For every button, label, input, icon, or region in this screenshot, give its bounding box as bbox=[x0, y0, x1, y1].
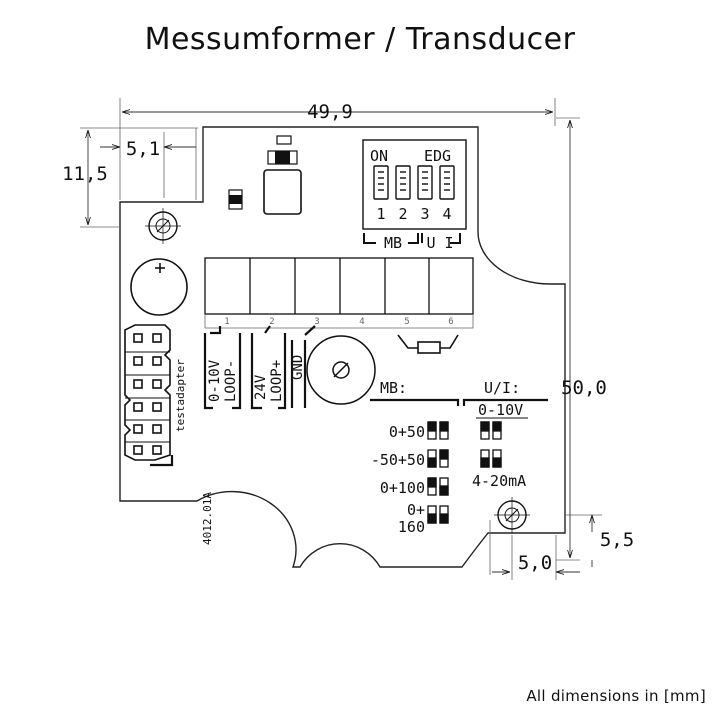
dip-switch: ON EDG 1 2 3 4 bbox=[362, 139, 467, 230]
ui-voltage-label: 0-10V bbox=[478, 401, 523, 419]
smd-component-left bbox=[228, 189, 243, 210]
terminal-pin-5: 5 bbox=[404, 317, 409, 327]
mb-range-0-50: 0+50 bbox=[389, 423, 425, 441]
potentiometer-icon bbox=[306, 335, 376, 405]
ui-heading: U/I: bbox=[484, 379, 520, 397]
dimension-hole-offset-y: 11,5 bbox=[62, 163, 108, 185]
dip-toggle-1 bbox=[373, 165, 389, 200]
smd-component-small bbox=[276, 135, 292, 145]
dimension-hole-offset-x: 5,1 bbox=[126, 138, 160, 160]
label-gnd: GND bbox=[290, 355, 306, 380]
ic-chip bbox=[263, 169, 302, 215]
dip-number-3: 3 bbox=[420, 205, 429, 223]
label-board-id: 4012.01A bbox=[201, 492, 214, 545]
buzzer bbox=[130, 258, 188, 316]
label-testadapter: testadapter bbox=[174, 359, 187, 432]
dimension-bottom-hole-offset-y: 5,5 bbox=[600, 529, 634, 551]
label-loop-minus: LOOP- bbox=[223, 360, 239, 402]
dimension-total-height: 50,0 bbox=[561, 377, 607, 399]
terminal-pin-6: 6 bbox=[448, 317, 453, 327]
mb-range-0-100: 0+100 bbox=[380, 479, 425, 497]
terminal-block bbox=[204, 257, 474, 329]
terminal-pin-1: 1 bbox=[224, 317, 229, 327]
switch-pattern-0-160 bbox=[427, 505, 449, 524]
pin-header bbox=[124, 324, 174, 467]
switch-pattern-current bbox=[480, 449, 502, 468]
dip-toggle-3 bbox=[417, 165, 433, 200]
switch-pattern-minus50-50 bbox=[427, 449, 449, 468]
page-title: Messumformer / Transducer bbox=[144, 22, 576, 57]
label-voltage-0-10v: 0-10V bbox=[207, 359, 223, 402]
dimension-total-width: 49,9 bbox=[307, 101, 353, 123]
mounting-hole-bottom-right bbox=[494, 497, 530, 533]
label-loop-plus: LOOP+ bbox=[269, 360, 285, 402]
switch-pattern-0-100 bbox=[427, 477, 449, 496]
plus-icon bbox=[155, 263, 165, 273]
dip-edg-label: EDG bbox=[424, 147, 451, 165]
switch-pattern-voltage bbox=[480, 421, 502, 440]
smd-component-diode bbox=[267, 150, 298, 165]
dip-toggle-4 bbox=[439, 165, 455, 200]
footnote: All dimensions in [mm] bbox=[526, 687, 706, 705]
dip-toggle-2 bbox=[395, 165, 411, 200]
dip-number-4: 4 bbox=[442, 205, 451, 223]
dip-group-mb: MB bbox=[384, 234, 402, 252]
dimension-bottom-hole-offset-x: 5,0 bbox=[518, 552, 552, 574]
mb-range-minus50-50: -50+50 bbox=[371, 451, 425, 469]
mb-heading: MB: bbox=[380, 379, 407, 397]
terminal-label-brackets bbox=[203, 325, 316, 410]
terminal-pin-numbers: 1 2 3 4 5 6 bbox=[224, 317, 453, 327]
table-separators bbox=[370, 398, 548, 406]
dip-number-2: 2 bbox=[398, 205, 407, 223]
mounting-hole-top-left bbox=[145, 208, 181, 244]
dip-group-brackets bbox=[363, 233, 461, 244]
dip-number-1: 1 bbox=[376, 205, 385, 223]
switch-pattern-0-50 bbox=[427, 421, 449, 440]
dip-group-ui: U I bbox=[426, 234, 453, 252]
ui-current-label: 4-20mA bbox=[472, 472, 526, 490]
dimension-lines bbox=[88, 112, 592, 572]
mb-range-0-plus: 0+ bbox=[407, 501, 425, 519]
dip-on-label: ON bbox=[370, 147, 388, 165]
board-outline bbox=[119, 126, 566, 568]
terminal-pin-2: 2 bbox=[269, 317, 274, 327]
terminal-pin-3: 3 bbox=[314, 317, 319, 327]
mb-range-160: 160 bbox=[398, 518, 425, 536]
resistor-icon bbox=[397, 334, 459, 354]
label-supply-24v: 24V bbox=[253, 374, 269, 400]
terminal-pin-4: 4 bbox=[359, 317, 364, 327]
